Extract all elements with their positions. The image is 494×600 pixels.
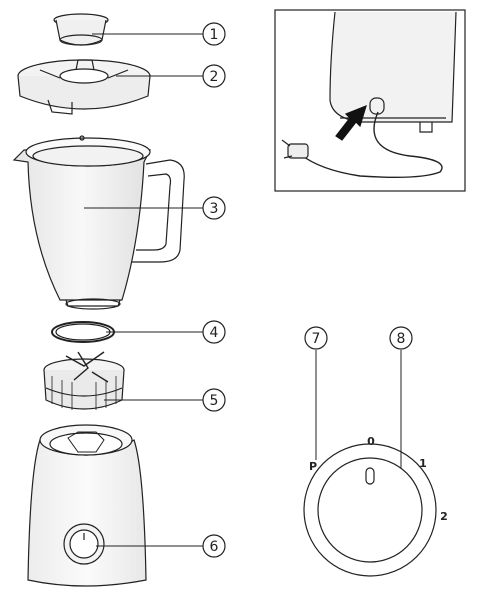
callout-number-8: 8	[397, 331, 406, 347]
power-cord-inset	[274, 9, 466, 192]
blade-unit	[43, 351, 125, 410]
blender-jar	[12, 135, 185, 310]
callout-circle-3	[202, 196, 226, 220]
callout-circle-5	[202, 388, 226, 412]
plug-in-arrow	[335, 104, 367, 141]
callout-number-7: 7	[312, 331, 321, 347]
callout-circle-2	[202, 64, 226, 88]
callout-number-4: 4	[210, 325, 219, 341]
callout-circle-4	[202, 320, 226, 344]
callout-circle-8	[389, 326, 413, 350]
callout-number-5: 5	[210, 393, 219, 409]
dial-label-speed-1: 1	[419, 457, 427, 470]
callout-number-6: 6	[210, 539, 219, 555]
measuring-cup	[53, 13, 109, 46]
speed-dial	[303, 443, 437, 577]
dial-label-off: 0	[367, 435, 375, 448]
dial-label-speed-2: 2	[440, 510, 448, 523]
callout-number-2: 2	[210, 69, 219, 85]
motor-base	[27, 424, 147, 587]
sealing-ring	[51, 321, 115, 343]
callout-circle-6	[202, 534, 226, 558]
callout-number-3: 3	[210, 201, 219, 217]
dial-label-pulse: P	[309, 460, 317, 473]
callout-number-1: 1	[210, 27, 219, 43]
callout-circle-7	[304, 326, 328, 350]
jar-lid	[17, 59, 151, 115]
callout-circle-1	[202, 22, 226, 46]
